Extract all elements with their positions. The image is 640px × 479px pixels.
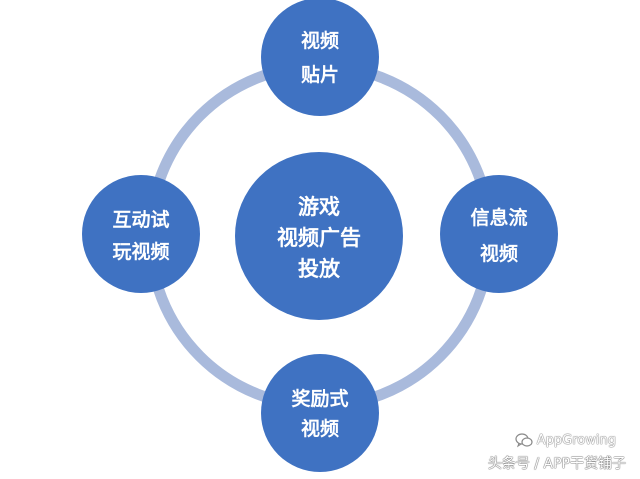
center-node-line-1: 游戏 [298, 195, 340, 219]
node-top-circle [261, 0, 379, 116]
watermark: AppGrowing 头条号 / APP干货铺子 [416, 433, 626, 473]
node-right: 信息流 视频 [440, 175, 558, 293]
node-bottom: 奖励式 视频 [261, 354, 379, 472]
watermark-source: 头条号 / APP干货铺子 [487, 456, 626, 472]
node-top-line-1: 视频 [301, 29, 339, 52]
node-left-circle [82, 175, 200, 293]
center-node: 游戏 视频广告 投放 [235, 152, 403, 320]
node-left: 互动试 玩视频 [82, 175, 200, 293]
node-right-line-1: 信息流 [470, 206, 527, 229]
node-bottom-line-1: 奖励式 [291, 387, 348, 410]
center-node-circle [235, 152, 403, 320]
watermark-brand: AppGrowing [515, 433, 616, 448]
node-bottom-line-2: 视频 [301, 417, 339, 440]
node-top: 视频 贴片 [261, 0, 379, 116]
node-top-line-2: 贴片 [301, 63, 339, 86]
watermark-brand-text: AppGrowing [536, 433, 616, 448]
node-bottom-circle [261, 354, 379, 472]
node-right-line-2: 视频 [480, 242, 518, 265]
center-node-line-3: 投放 [298, 257, 341, 281]
node-left-line-1: 互动试 [112, 209, 169, 231]
node-left-line-2: 玩视频 [112, 240, 169, 263]
wechat-icon [515, 433, 533, 448]
center-node-line-2: 视频广告 [277, 226, 361, 250]
node-right-circle [440, 175, 558, 293]
